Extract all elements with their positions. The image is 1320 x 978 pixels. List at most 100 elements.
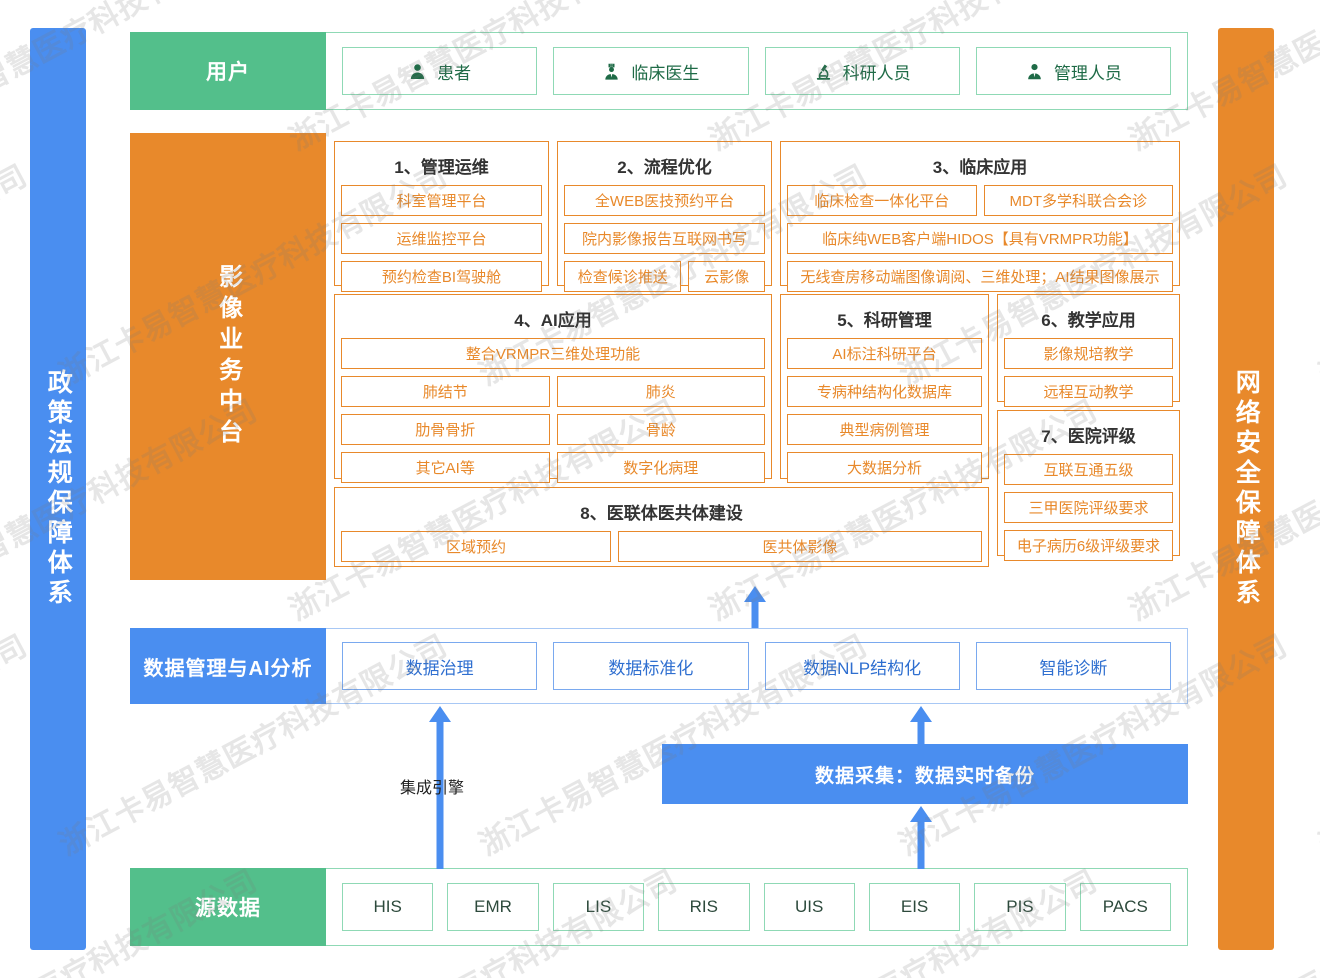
- cell[interactable]: 其它AI等: [341, 452, 550, 483]
- src-chip-pis[interactable]: PIS: [974, 883, 1066, 931]
- sidebar-policy-regulation: 政策法规保障体系: [30, 28, 86, 950]
- watermark-text: 浙江卡易智慧医疗科技有限公司: [0, 629, 33, 863]
- dm-chip-nlp-structuring[interactable]: 数据NLP结构化: [764, 642, 960, 690]
- sidebar-network-security: 网络安全保障体系: [1218, 28, 1274, 950]
- cell[interactable]: AI标注科研平台: [787, 338, 982, 369]
- dm-chip-standardization[interactable]: 数据标准化: [553, 642, 749, 690]
- arrow-shaft: [436, 718, 444, 869]
- manager-icon: [1025, 62, 1044, 81]
- arrow-integration-engine: [427, 706, 453, 869]
- cell[interactable]: 大数据分析: [787, 452, 982, 483]
- person-icon: [408, 62, 427, 81]
- src-chip-his[interactable]: HIS: [342, 883, 434, 931]
- cell[interactable]: 专病种结构化数据库: [787, 376, 982, 407]
- data-management-band-body: 数据治理 数据标准化 数据NLP结构化 智能诊断: [326, 628, 1188, 704]
- cell[interactable]: 肺炎: [556, 376, 765, 407]
- group-hospital-rating: 7、医院评级 互联互通五级 三甲医院评级要求 电子病历6级评级要求: [997, 410, 1180, 561]
- cell[interactable]: 数字化病理: [556, 452, 765, 483]
- watermark-text: 浙江卡易智慧医疗科技有限公司: [1314, 629, 1320, 863]
- cell[interactable]: 典型病例管理: [787, 414, 982, 445]
- cell[interactable]: 院内影像报告互联网书写: [564, 223, 765, 254]
- cell[interactable]: 无线查房移动端图像调阅、三维处理；AI结果图像展示: [787, 261, 1173, 292]
- sidebar-left-label: 政策法规保障体系: [44, 369, 73, 609]
- dm-chip-smart-diagnosis[interactable]: 智能诊断: [975, 642, 1171, 690]
- doctor-icon: [602, 62, 621, 81]
- dm-chip-governance[interactable]: 数据治理: [342, 642, 538, 690]
- src-chip-emr[interactable]: EMR: [447, 883, 539, 931]
- cell[interactable]: 全WEB医技预约平台: [564, 185, 765, 216]
- group-ai-application: 4、AI应用 整合VRMPR三维处理功能 肺结节 肺炎 肋骨骨折 骨龄 其它AI…: [334, 294, 772, 483]
- arrow-head-icon: [429, 706, 451, 722]
- group-clinical-application: 3、临床应用 临床检查一体化平台 MDT多学科联合会诊 临床纯WEB客户端HID…: [780, 141, 1180, 292]
- user-chip-label: 患者: [437, 63, 472, 83]
- src-chip-ris[interactable]: RIS: [658, 883, 750, 931]
- group-title: 4、AI应用: [514, 311, 592, 330]
- cell[interactable]: 医共体影像: [618, 531, 982, 562]
- arrow-head-icon: [744, 586, 766, 602]
- arrow-datamgmt-to-platform: [742, 586, 768, 628]
- integration-engine-label: 集成引擎: [400, 780, 465, 797]
- platform-band: 影像业务中台 1、管理运维 科室管理平台 运维监控平台 预约检查BI驾驶舱 2、…: [130, 133, 1188, 580]
- src-chip-pacs[interactable]: PACS: [1079, 883, 1171, 931]
- src-chip-lis[interactable]: LIS: [552, 883, 645, 931]
- users-band: 用户 患者: [130, 32, 1188, 110]
- user-chip-label: 科研人员: [842, 63, 911, 83]
- cell[interactable]: 整合VRMPR三维处理功能: [341, 338, 765, 369]
- cell[interactable]: 临床纯WEB客户端HIDOS【具有VRMPR功能】: [787, 223, 1173, 254]
- cell[interactable]: 预约检查BI驾驶舱: [341, 261, 542, 292]
- arrow-head-icon: [910, 806, 932, 822]
- watermark-text: 浙江卡易智慧医疗科技有限公司: [1314, 159, 1320, 393]
- user-chip-patient[interactable]: 患者: [342, 47, 538, 95]
- cell[interactable]: 互联互通五级: [1004, 454, 1173, 485]
- cell[interactable]: 区域预约: [341, 531, 612, 562]
- src-chip-uis[interactable]: UIS: [763, 883, 855, 931]
- group-management-ops: 1、管理运维 科室管理平台 运维监控平台 预约检查BI驾驶舱: [334, 141, 549, 292]
- cell[interactable]: 检查候诊推送: [564, 261, 682, 292]
- src-chip-eis[interactable]: EIS: [868, 883, 961, 931]
- group-teaching-application: 6、教学应用 影像规培教学 远程互动教学: [997, 294, 1180, 407]
- cell[interactable]: 临床检查一体化平台: [787, 185, 977, 216]
- cell[interactable]: 影像规培教学: [1004, 338, 1173, 369]
- group-title: 1、管理运维: [394, 158, 489, 177]
- user-chip-administrator[interactable]: 管理人员: [975, 47, 1171, 95]
- arrow-shaft: [751, 598, 759, 628]
- cell[interactable]: 骨龄: [556, 414, 765, 445]
- group-title: 7、医院评级: [1041, 427, 1136, 446]
- arrow-head-icon: [910, 706, 932, 722]
- arrow-shaft: [917, 818, 925, 869]
- data-collection-bar: 数据采集：数据实时备份: [662, 744, 1188, 804]
- arrow-source-to-collection: [908, 806, 934, 869]
- cell[interactable]: MDT多学科联合会诊: [983, 185, 1173, 216]
- group-title: 5、科研管理: [837, 311, 932, 330]
- group-research-management: 5、科研管理 AI标注科研平台 专病种结构化数据库 典型病例管理 大数据分析: [780, 294, 989, 483]
- user-chip-researcher[interactable]: 科研人员: [764, 47, 960, 95]
- cell[interactable]: 远程互动教学: [1004, 376, 1173, 407]
- cell[interactable]: 肺结节: [341, 376, 550, 407]
- group-title: 6、教学应用: [1041, 311, 1136, 330]
- group-medical-consortium: 8、医联体医共体建设 区域预约 医共体影像: [334, 487, 989, 567]
- cell[interactable]: 电子病历6级评级要求: [1004, 530, 1173, 561]
- platform-band-label: 影像业务中台: [130, 133, 326, 580]
- data-management-band: 数据管理与AI分析 数据治理 数据标准化 数据NLP结构化 智能诊断: [130, 628, 1188, 704]
- users-band-body: 患者 临床医生: [326, 32, 1188, 110]
- user-chip-clinician[interactable]: 临床医生: [553, 47, 749, 95]
- cell[interactable]: 肋骨骨折: [341, 414, 550, 445]
- data-management-band-label: 数据管理与AI分析: [130, 628, 326, 704]
- users-band-label: 用户: [130, 32, 326, 110]
- cell[interactable]: 运维监控平台: [341, 223, 542, 254]
- cell[interactable]: 三甲医院评级要求: [1004, 492, 1173, 523]
- source-data-band-body: HIS EMR LIS RIS UIS EIS PIS PACS: [326, 868, 1188, 946]
- group-process-optimization: 2、流程优化 全WEB医技预约平台 院内影像报告互联网书写 检查候诊推送 云影像: [557, 141, 772, 292]
- cell[interactable]: 云影像: [688, 261, 765, 292]
- source-data-band-label: 源数据: [130, 868, 326, 946]
- sidebar-right-label: 网络安全保障体系: [1232, 369, 1261, 609]
- group-title: 3、临床应用: [932, 158, 1028, 177]
- group-title: 2、流程优化: [617, 158, 712, 177]
- user-chip-label: 临床医生: [631, 63, 700, 83]
- group-title: 8、医联体医共体建设: [580, 504, 743, 523]
- user-chip-label: 管理人员: [1053, 63, 1122, 83]
- arrow-collection-to-datamgmt: [908, 706, 934, 746]
- watermark-text: 浙江卡易智慧医疗科技有限公司: [0, 159, 33, 393]
- cell[interactable]: 科室管理平台: [341, 185, 542, 216]
